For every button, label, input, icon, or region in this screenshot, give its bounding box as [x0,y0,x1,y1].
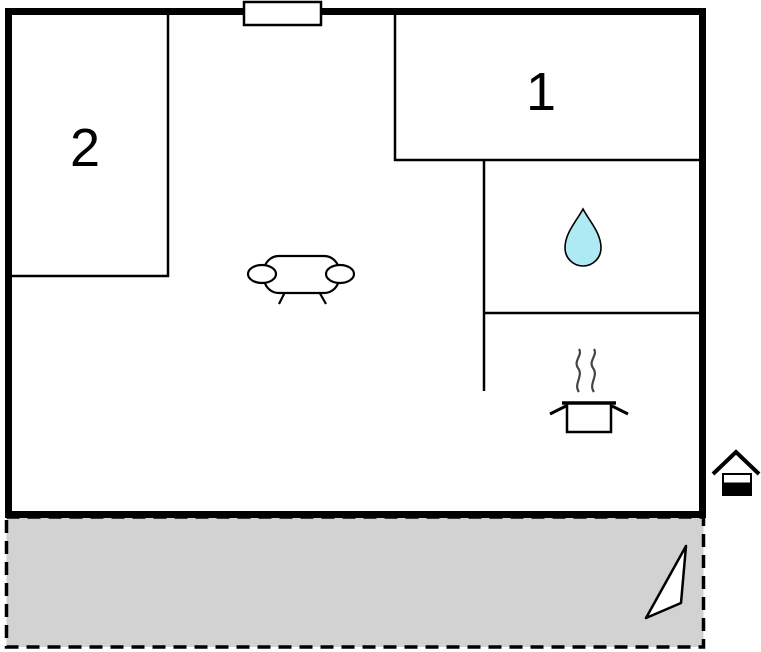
terrace-area [4,515,706,649]
interior-walls [7,10,702,391]
stove-pot-icon [549,348,629,434]
steam-icon [590,348,596,393]
window-marker [242,0,323,27]
sofa-icon [246,254,356,305]
room-2-label: 2 [70,118,100,178]
exterior-wall [5,8,706,518]
water-drop-icon [564,207,602,267]
outbuilding-icon [711,449,761,496]
terrace-triangle-icon [644,544,688,620]
room-1-label: 1 [526,62,556,122]
steam-icon [575,348,581,393]
